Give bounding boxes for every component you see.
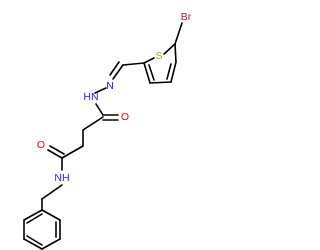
atom-o-top: O <box>121 111 129 123</box>
bond-c5-cbr <box>174 43 177 63</box>
bond-ph-3 <box>41 238 61 250</box>
bond-cbr-br <box>174 22 183 45</box>
bond-c3-c4 <box>149 81 172 84</box>
bond-ph-1 <box>41 209 61 221</box>
atom-n-imine: N <box>106 80 114 92</box>
bond-ph-6 <box>23 209 43 221</box>
atom-nh-amide: NH <box>54 172 69 184</box>
bond-nh-ch2 <box>41 184 63 200</box>
bond-co-bot-2 <box>49 145 65 155</box>
atom-br: Br <box>181 11 192 23</box>
bond-c4-c5-double <box>166 63 172 80</box>
bond-c2-c3-double <box>148 64 155 81</box>
bond-co-bot-1 <box>47 149 63 159</box>
atom-s: S <box>155 50 162 62</box>
bond-ph-4-double <box>26 235 43 246</box>
bond-c2-c3 <box>143 62 151 84</box>
bond-ch-n-double <box>109 61 120 76</box>
bond-s-c2 <box>143 57 155 64</box>
bond-nh-co <box>95 103 104 116</box>
molecule-structure: Br S N HN O O NH <box>23 11 192 250</box>
bond-cbr-s <box>163 43 176 55</box>
bond-co-ch2a <box>82 116 104 131</box>
bond-ch-n <box>112 64 124 80</box>
bond-c4-c5 <box>170 61 177 83</box>
atom-nh-hydrazide: HN <box>83 91 98 103</box>
bond-ch2b-co <box>61 145 84 159</box>
bond-ph-4 <box>23 238 43 250</box>
bond-c2-ch <box>122 62 145 66</box>
atom-o-bottom: O <box>37 139 45 151</box>
bond-ph-6-double <box>26 213 43 224</box>
bond-n-nh <box>94 87 107 94</box>
